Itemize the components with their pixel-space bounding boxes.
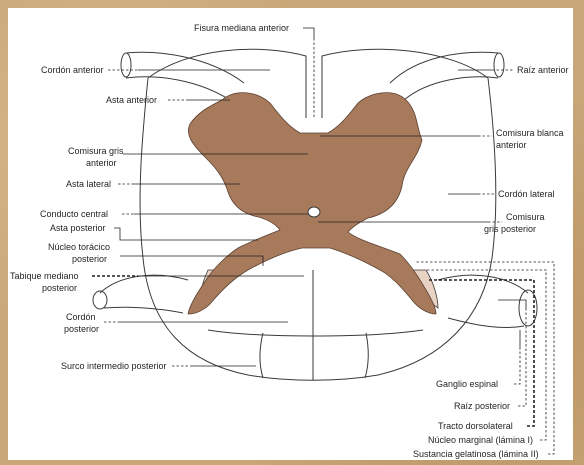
label-cordon-lateral: Cordón lateral (498, 189, 555, 199)
label-raiz-anterior: Raíz anterior (517, 65, 569, 75)
label-comisura-blanca-anterior-1: Comisura blanca (496, 128, 564, 138)
label-sustancia-gelatinosa: Sustancia gelatinosa (lámina II) (413, 449, 539, 459)
spinal-cord-diagram: Fisura mediana anterior Cordón anterior … (8, 8, 573, 460)
leader-fisura (303, 28, 314, 38)
leader-raiz-posterior (518, 308, 526, 406)
label-nucleo-marginal: Núcleo marginal (lámina I) (428, 435, 533, 445)
label-comisura-blanca-anterior-2: anterior (496, 140, 527, 150)
posterior-intermediate-sulcus-left (260, 333, 263, 378)
label-nucleo-toracico-1: Núcleo torácico (48, 242, 110, 252)
label-comisura-gris-posterior-1: Comisura (506, 212, 545, 222)
label-cordon-posterior-1: Cordón (66, 312, 96, 322)
label-comisura-gris-anterior-2: anterior (86, 158, 117, 168)
label-asta-posterior: Asta posterior (50, 223, 106, 233)
central-canal (308, 207, 320, 217)
label-tabique-mediano-1: Tabique mediano (10, 271, 79, 281)
label-tabique-mediano-2: posterior (42, 283, 77, 293)
leader-ganglio (514, 348, 520, 384)
label-nucleo-toracico-2: posterior (72, 254, 107, 264)
anterior-outline (148, 49, 488, 118)
anterior-root-right (390, 52, 498, 100)
posterior-root-left (100, 275, 188, 313)
leader-raiz-posterior-2 (498, 300, 526, 308)
leader-asta-posterior (114, 228, 258, 240)
anterior-root-left-end (121, 53, 131, 77)
label-raiz-posterior: Raíz posterior (454, 401, 510, 411)
anterior-root-right-end (494, 53, 504, 77)
leader-nucleo-marginal (426, 270, 546, 440)
label-fisura-mediana-anterior: Fisura mediana anterior (194, 23, 289, 33)
label-asta-lateral: Asta lateral (66, 179, 111, 189)
posterior-root-right (438, 275, 528, 327)
label-cordon-anterior: Cordón anterior (41, 65, 104, 75)
gray-matter (188, 93, 436, 314)
label-surco-intermedio: Surco intermedio posterior (61, 361, 167, 371)
label-cordon-posterior-2: posterior (64, 324, 99, 334)
posterior-intermediate-sulcus-right (365, 333, 368, 378)
label-comisura-gris-anterior-1: Comisura gris (68, 146, 124, 156)
label-conducto-central: Conducto central (40, 209, 108, 219)
label-asta-anterior: Asta anterior (106, 95, 157, 105)
label-tracto-dorsolateral: Tracto dorsolateral (438, 421, 513, 431)
label-ganglio-espinal: Ganglio espinal (436, 379, 498, 389)
label-comisura-gris-posterior-2: gris posterior (484, 224, 536, 234)
posterior-arc (208, 330, 423, 336)
posterior-root-left-end (93, 291, 107, 309)
